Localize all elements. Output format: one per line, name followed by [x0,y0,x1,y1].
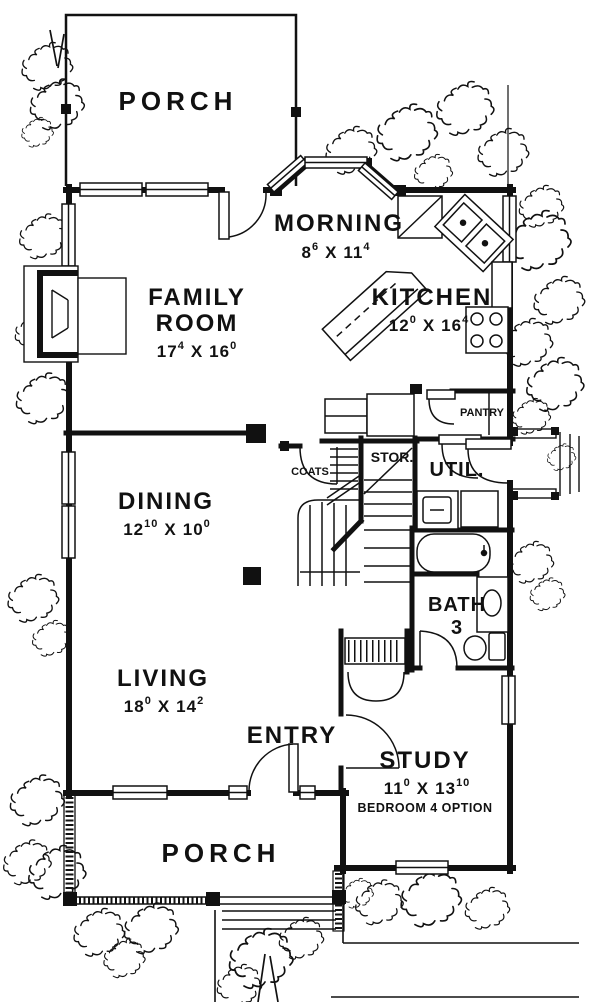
label-living: LIVING [117,665,209,692]
window-kitchen-right [502,195,517,263]
top-porch [61,13,509,186]
label-entry: ENTRY [247,722,337,749]
porch-post [61,104,71,114]
stair-treads-upper [330,448,358,490]
window-study-bottom [395,860,449,875]
column-hall [243,567,261,585]
staircase [297,393,490,586]
hearth [77,277,127,355]
label-bedroom-option: BEDROOM 4 OPTION [357,801,492,815]
column-dining [246,424,266,443]
corner-cabinet [397,195,443,239]
label-study: STUDY [379,747,470,774]
window-study-right [501,675,516,725]
stair-break-line [326,473,363,506]
tree-trunk-bottom [257,953,279,1002]
porch-post [206,892,220,906]
window-bay-right [357,161,400,201]
label-pantry: PANTRY [460,407,505,419]
label-kitchen: KITCHEN [372,284,493,311]
window-living-front [112,785,168,800]
door-closet-bifold [347,671,405,702]
range-cooktop [465,306,509,354]
dryer [460,490,499,528]
vanity-sink [482,589,502,617]
label-porch-top: PORCH [119,86,238,116]
window-dining-left-1 [61,451,76,505]
window-bay-left [266,154,309,194]
storage-slope-line [363,447,413,495]
bathtub [416,533,491,573]
firebox-wall [37,270,78,358]
shrubs-and-trees [3,29,586,1002]
door-utility-exterior [465,438,512,484]
porch-post [291,107,301,117]
stair-curved-rail [297,499,361,586]
bath-fixtures [416,533,509,661]
toilet-tank [488,632,506,661]
door-pantry [426,389,456,425]
window-family-left [61,203,76,267]
label-bath-number: 3 [451,617,463,639]
toilet-bowl [463,635,487,661]
door-bath [419,630,458,669]
window-sidelite-right [299,785,316,800]
label-family: FAMILY [148,284,246,311]
firebox-splay [51,289,69,339]
tree-trunk-top-left [49,29,65,69]
window-dining-left-2 [61,505,76,559]
window-family-top-1 [79,182,143,197]
utility-stoop [509,427,580,500]
stair-treads-lower [364,479,412,583]
utility-fixtures [416,490,499,530]
kitchen-island [321,270,429,362]
kitchen-counter-right [491,261,513,309]
window-bay-center [304,156,368,169]
label-porch-bottom: PORCH [162,838,281,868]
stair-curved-flight-lines [300,502,360,586]
window-family-top-2 [145,182,209,197]
columns [243,424,266,585]
kitchen-counter-peninsula [324,393,415,437]
label-utility: UTIL. [430,459,485,481]
kitchen-sink [433,193,515,273]
label-coats: COATS [291,466,329,478]
windows [61,154,517,875]
door-study [345,714,400,769]
porch-post [63,892,77,906]
interior-walls [63,388,516,794]
front-steps [222,910,336,930]
label-morning: MORNING [274,210,404,237]
label-bath: BATH [428,594,486,616]
bottom-porch [63,794,346,932]
door-morning-porch [218,191,267,240]
doors [218,191,512,793]
door-front-entry [248,743,299,793]
label-storage: STOR. [371,449,414,465]
walkway [214,872,579,1002]
kitchen-fixtures [321,193,515,437]
label-family-room: ROOM [156,310,239,337]
label-dining: DINING [118,488,214,515]
fireplace [23,265,127,363]
study-closet [344,637,406,665]
window-sidelite-left [228,785,248,800]
stoop-steps [559,432,580,496]
